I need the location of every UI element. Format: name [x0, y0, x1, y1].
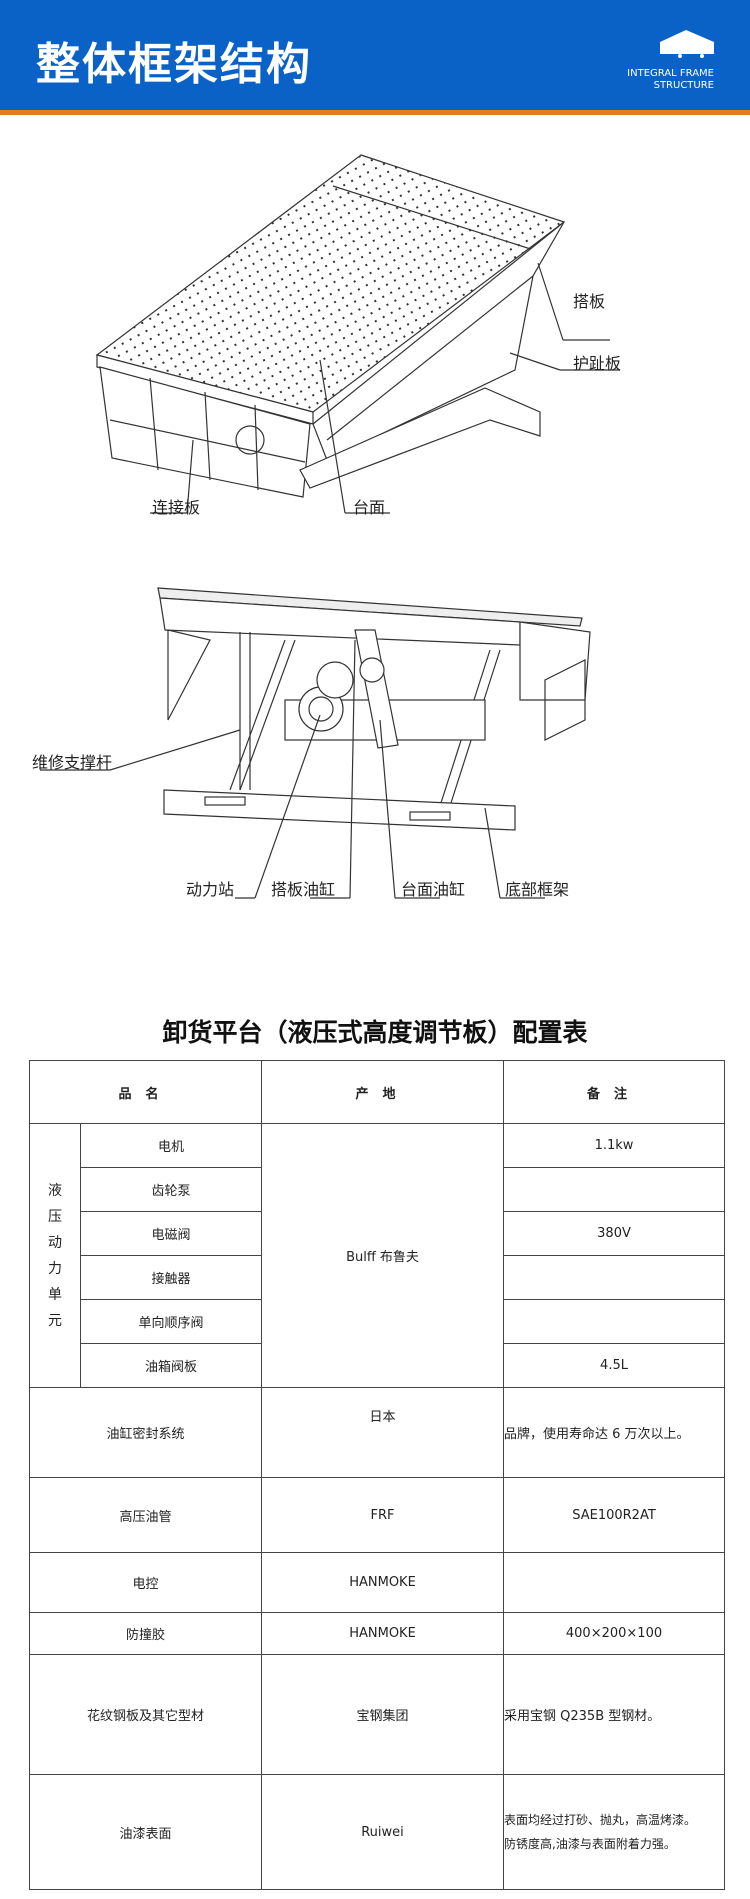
structure-diagrams — [40, 154, 620, 899]
table-row: 电控 HANMOKE — [28, 1552, 726, 1613]
table-row: 齿轮泵 — [30, 1167, 726, 1212]
table-row: 接触器 — [30, 1255, 726, 1300]
cell-name: 防撞胶 — [28, 1612, 263, 1655]
label-power-unit: 动力站 — [186, 880, 235, 899]
table-header-row: 品名 产地 备注 — [28, 1060, 726, 1124]
header-note: 备注 — [503, 1060, 726, 1124]
table-row: 防撞胶 HANMOKE 400×200×100 — [28, 1612, 726, 1655]
label-base-frame: 底部框架 — [505, 880, 570, 899]
cell-name: 单向顺序阀 — [79, 1299, 263, 1344]
header-accent-stripe — [0, 110, 750, 115]
table-row: 花纹钢板及其它型材 宝钢集团 采用宝钢 Q235B 型钢材。 — [28, 1654, 726, 1775]
note-line-1: 表面均经过打砂、抛丸，高温烤漆。 — [504, 1813, 697, 1827]
cell-note: 表面均经过打砂、抛丸，高温烤漆。 防锈度高,油漆与表面附着力强。 — [503, 1774, 726, 1890]
cell-name: 电机 — [79, 1123, 263, 1168]
cell-name: 油漆表面 — [28, 1774, 263, 1890]
config-table: 品名 产地 备注 液压动力单元 电机 Bulff 布鲁夫 1.1kw 齿轮泵 电… — [28, 1060, 726, 1890]
table-title: 卸货平台（液压式高度调节板）配置表 — [162, 1018, 588, 1047]
header-subtitle: INTEGRAL FRAME STRUCTURE — [627, 68, 714, 92]
cell-origin: 日本 — [261, 1387, 505, 1478]
label-deck-cylinder: 台面油缸 — [401, 880, 466, 899]
label-support: 维修支撑杆 — [32, 753, 113, 772]
dock-leveler-icon — [660, 30, 714, 58]
leveler-under-view — [40, 587, 591, 899]
cell-origin: HANMOKE — [261, 1552, 505, 1613]
cell-name: 油缸密封系统 — [28, 1387, 263, 1478]
cell-note: 1.1kw — [503, 1123, 726, 1168]
cell-name: 电磁阀 — [79, 1211, 263, 1256]
label-lip-cylinder: 搭板油缸 — [271, 880, 336, 899]
cell-note: SAE100R2AT — [503, 1477, 726, 1553]
cell-name: 接触器 — [79, 1255, 263, 1300]
page-title: 整体框架结构 — [36, 39, 312, 90]
header-origin: 产地 — [261, 1060, 505, 1124]
cell-note: 品牌，使用寿命达 6 万次以上。 — [503, 1387, 726, 1478]
cell-origin: Ruiwei — [261, 1774, 505, 1890]
cell-note — [503, 1255, 726, 1300]
cell-note: 采用宝钢 Q235B 型钢材。 — [503, 1654, 726, 1775]
table-row: 单向顺序阀 — [30, 1299, 726, 1344]
group-origin: Bulff 布鲁夫 — [261, 1123, 505, 1388]
group-label-cell: 液压动力单元 — [29, 1123, 81, 1388]
cell-name: 油箱阀板 — [79, 1343, 263, 1388]
label-lip: 搭板 — [573, 292, 606, 311]
group-label: 液压动力单元 — [48, 1182, 62, 1329]
table-row: 油漆表面 Ruiwei 表面均经过打砂、抛丸，高温烤漆。 防锈度高,油漆与表面附… — [28, 1774, 726, 1890]
label-deck: 台面 — [353, 498, 386, 517]
table-row: 液压动力单元 电机 Bulff 布鲁夫 1.1kw — [29, 1123, 726, 1388]
cell-note: 380V — [503, 1211, 726, 1256]
cell-origin: 宝钢集团 — [261, 1654, 505, 1775]
table-row: 高压油管 FRF SAE100R2AT — [28, 1477, 726, 1553]
header-bar: 整体框架结构 INTEGRAL FRAME STRUCTURE — [0, 0, 750, 110]
header-name: 品名 — [28, 1060, 263, 1124]
table-row: 油缸密封系统 日本 品牌，使用寿命达 6 万次以上。 — [28, 1387, 726, 1478]
cell-name: 花纹钢板及其它型材 — [28, 1654, 263, 1775]
cell-note: 400×200×100 — [503, 1612, 726, 1655]
cell-note — [503, 1167, 726, 1212]
cell-origin: HANMOKE — [261, 1612, 505, 1655]
note-line-2: 防锈度高,油漆与表面附着力强。 — [504, 1837, 676, 1851]
label-connector: 连接板 — [152, 498, 201, 517]
label-toe-guard: 护趾板 — [573, 354, 622, 373]
cell-note — [503, 1552, 726, 1613]
cell-origin: FRF — [261, 1477, 505, 1553]
cell-name: 电控 — [28, 1552, 263, 1613]
cell-note — [503, 1299, 726, 1344]
cell-name: 高压油管 — [28, 1477, 263, 1553]
subtitle-line-1: INTEGRAL FRAME — [627, 68, 714, 79]
table-row: 油箱阀板 4.5L — [30, 1343, 726, 1388]
cell-name: 齿轮泵 — [79, 1167, 263, 1212]
cell-note: 4.5L — [503, 1343, 726, 1388]
leveler-top-view — [95, 154, 620, 514]
subtitle-line-2: STRUCTURE — [653, 80, 714, 91]
